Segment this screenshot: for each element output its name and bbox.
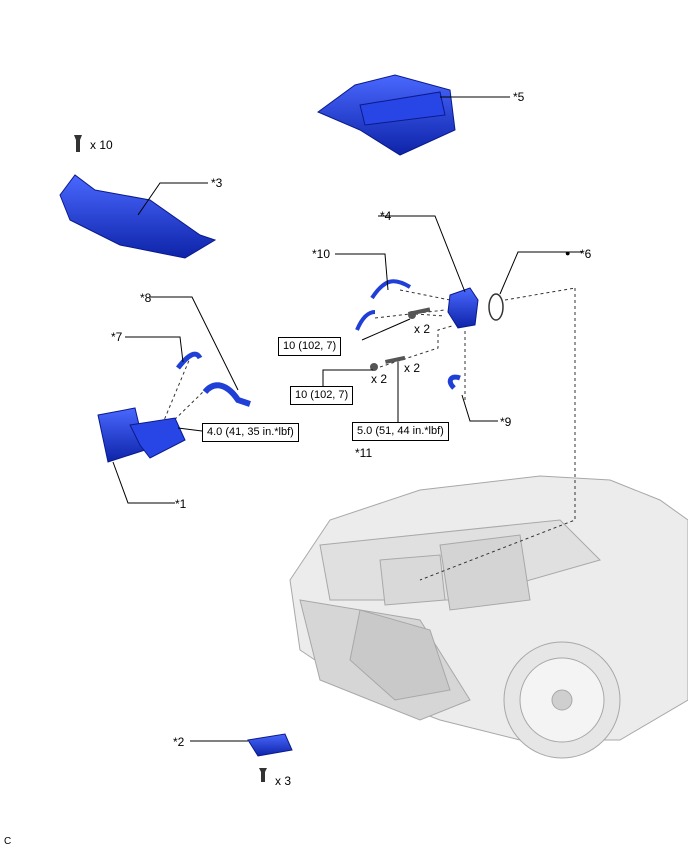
quantity-top-bolt: x 10 <box>90 138 113 152</box>
solid-leaders <box>112 96 582 742</box>
part-8-hose <box>202 382 251 407</box>
callout-8: *8 <box>140 291 152 305</box>
corner-mark: C <box>4 836 12 847</box>
callout-11: *11 <box>355 446 373 460</box>
callout-7: *7 <box>111 330 123 344</box>
part-1-air-cleaner <box>97 407 186 463</box>
callout-10: *10 <box>312 247 331 261</box>
callout-6: *6 <box>580 247 592 261</box>
torque-box-lower: 10 (102, 7) <box>290 386 354 405</box>
part-4-throttle-body <box>447 287 479 329</box>
dashed-leaders <box>159 287 576 581</box>
part-9-hose <box>447 374 461 390</box>
callout-9: *9 <box>500 415 512 429</box>
torque-box-stud: 5.0 (51, 44 in.*lbf) <box>352 422 449 441</box>
quantity-bolt-upper: x 2 <box>414 322 431 336</box>
callout-3: *3 <box>211 176 223 190</box>
part-7-hose <box>176 351 203 370</box>
bolt-icon-top <box>74 135 82 152</box>
callout-1: *1 <box>175 497 187 511</box>
part-3-under-cover <box>59 174 217 259</box>
vehicle-illustration <box>289 475 688 759</box>
callout-4: *4 <box>380 209 392 223</box>
torque-box-upper: 10 (102, 7) <box>278 337 342 356</box>
fastener-icons <box>370 307 431 371</box>
quantity-stud: x 2 <box>404 361 421 375</box>
bolt-icon-bottom <box>259 768 267 782</box>
bullet-mark: ● <box>565 248 571 258</box>
part-6-gasket <box>488 293 504 321</box>
part-10-hose <box>355 279 412 331</box>
quantity-nut: x 2 <box>371 372 388 386</box>
quantity-bottom-bolt: x 3 <box>275 774 292 788</box>
torque-box-hose: 4.0 (41, 35 in.*lbf) <box>202 423 299 442</box>
callout-5: *5 <box>513 90 525 104</box>
part-2-bracket <box>247 733 293 757</box>
part-5-engine-cover <box>316 74 456 156</box>
callout-2: *2 <box>173 735 185 749</box>
